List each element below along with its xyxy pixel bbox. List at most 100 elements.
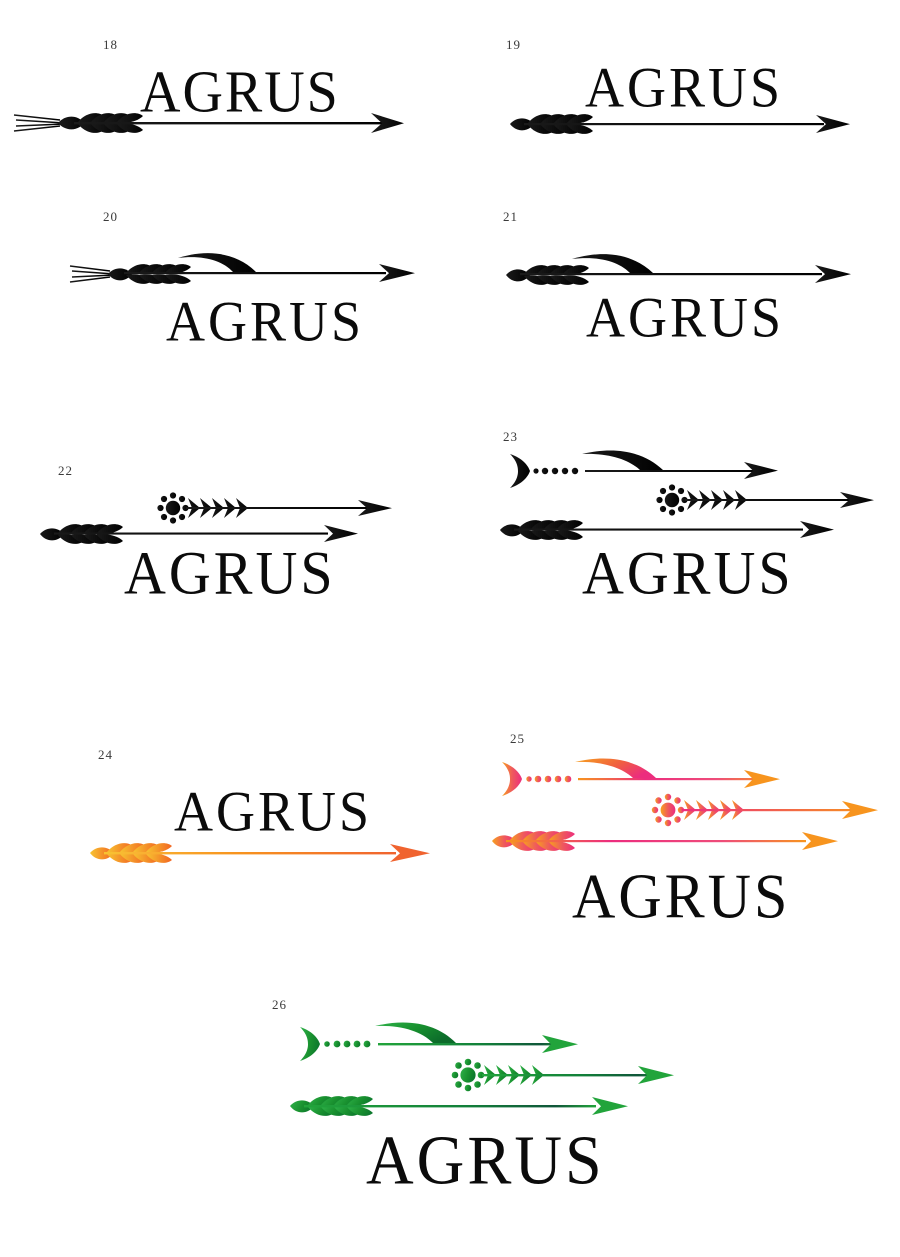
concept-number: 19 (506, 37, 521, 52)
arrow-tip-icon (744, 462, 778, 479)
sun-icon (451, 1058, 485, 1092)
concept-number: 24 (98, 747, 113, 762)
arrow-artwork (492, 755, 900, 865)
wheat-nock-icon (500, 524, 524, 537)
arrow-artwork (510, 102, 850, 146)
arrow-shaft (74, 122, 389, 125)
arrow-row-sun (656, 484, 874, 516)
arrow-shaft (524, 123, 824, 126)
arrow-tip-icon (816, 115, 850, 133)
arrow-svg-22 (40, 492, 392, 544)
arrow-tip-icon (638, 1066, 674, 1084)
wheat-nock-icon (40, 528, 64, 541)
arrow-tip-icon (592, 1097, 628, 1115)
concept-number: 26 (272, 997, 287, 1012)
arrow-artwork (506, 245, 851, 295)
wheat-nock-icon (58, 116, 84, 130)
wordmark-text: AGRUS (582, 538, 794, 608)
arrow-tip-icon (379, 264, 415, 282)
arrow-tip-icon (371, 113, 404, 133)
arrow-row-wheat (290, 1096, 628, 1116)
wordmark: AGRUS (174, 779, 373, 844)
arrow-tip-icon (840, 492, 874, 508)
wheat-fletch-icon (528, 114, 593, 134)
sun-icon (656, 484, 688, 516)
arrow-shaft (585, 470, 770, 472)
arrow-row-sun (451, 1058, 674, 1092)
arrow-artwork (13, 100, 404, 146)
arrow-shaft (514, 528, 803, 531)
wordmark-text: AGRUS (366, 1121, 605, 1200)
wheat-fletch-icon (107, 843, 172, 863)
concept-number: 20 (103, 209, 118, 224)
arrow-tip-icon (842, 801, 878, 819)
arrow-tip-icon (358, 500, 392, 516)
arrow-tip-icon (390, 844, 430, 862)
arrow-shaft (54, 532, 328, 535)
arrow-tip-icon (800, 521, 834, 538)
arrow-tip-icon (815, 265, 851, 283)
wordmark: AGRUS (586, 285, 785, 350)
arrow-row-wheat (492, 831, 838, 851)
concept-number: 22 (58, 463, 73, 478)
arrow-tip-icon (802, 832, 838, 850)
arrow-svg-21 (506, 254, 851, 285)
tulip-nock-icon (300, 1027, 320, 1061)
leaf-swoosh-icon (575, 758, 656, 778)
arrow-shaft (186, 507, 386, 509)
speed-lines-icon (13, 114, 65, 132)
arrow-shaft (378, 1043, 568, 1046)
wordmark: AGRUS (366, 1126, 605, 1196)
concept-number: 25 (510, 731, 525, 746)
wheat-fletch-icon (126, 264, 191, 284)
wordmark: AGRUS (572, 864, 790, 928)
arrow-row-tulip (300, 1022, 578, 1061)
dot-fletch-icon (526, 775, 572, 783)
wordmark-text: AGRUS (174, 779, 373, 844)
arrow-shaft (685, 499, 867, 501)
concept-number: 23 (503, 429, 518, 444)
arrow-shaft (104, 852, 396, 855)
arrow-shaft (304, 1105, 596, 1108)
concept-number: 21 (503, 209, 518, 224)
arrow-artwork (500, 448, 900, 553)
arrow-row-wheat (40, 524, 358, 544)
leaf-swoosh-icon (572, 254, 653, 273)
wheat-nock-icon (90, 847, 114, 860)
wheat-fletch-icon (510, 831, 575, 851)
arrow-artwork (69, 240, 415, 296)
arrow-row-tulip (502, 758, 780, 796)
wordmark-text: AGRUS (166, 289, 365, 354)
arrow-shaft (520, 273, 822, 276)
wordmark: AGRUS (140, 63, 340, 122)
wheat-fletch-icon (524, 265, 589, 285)
arrow-svg-24 (90, 843, 430, 863)
speed-lines-icon (69, 265, 115, 283)
wheat-fletch-icon (308, 1096, 373, 1116)
arrow-artwork (40, 484, 410, 554)
wheat-fletch-icon (518, 520, 583, 540)
arrow-shaft (124, 272, 386, 275)
arrow-row-sun (651, 793, 878, 827)
leaf-swoosh-icon (375, 1022, 456, 1043)
wheat-nock-icon (506, 269, 530, 282)
arrow-svg-20 (69, 253, 415, 284)
dot-fletch-icon (533, 467, 579, 475)
arrow-svg-19 (510, 114, 850, 134)
wordmark-text: AGRUS (586, 285, 785, 350)
sun-icon (157, 492, 189, 524)
concept-number: 18 (103, 37, 118, 52)
wheat-nock-icon (290, 1100, 314, 1113)
arrow-tip-icon (744, 770, 780, 788)
arrow-row-wheat (500, 520, 834, 540)
wheat-nock-icon (492, 835, 516, 848)
arrow-shaft (682, 809, 868, 812)
leaf-swoosh-icon (178, 253, 256, 272)
arrow-shaft (506, 840, 806, 843)
wordmark-text: AGRUS (572, 861, 791, 932)
wheat-nock-icon (108, 268, 132, 281)
tulip-nock-icon (502, 762, 522, 796)
arrow-shaft (578, 778, 770, 781)
wordmark-text: AGRUS (124, 538, 336, 608)
